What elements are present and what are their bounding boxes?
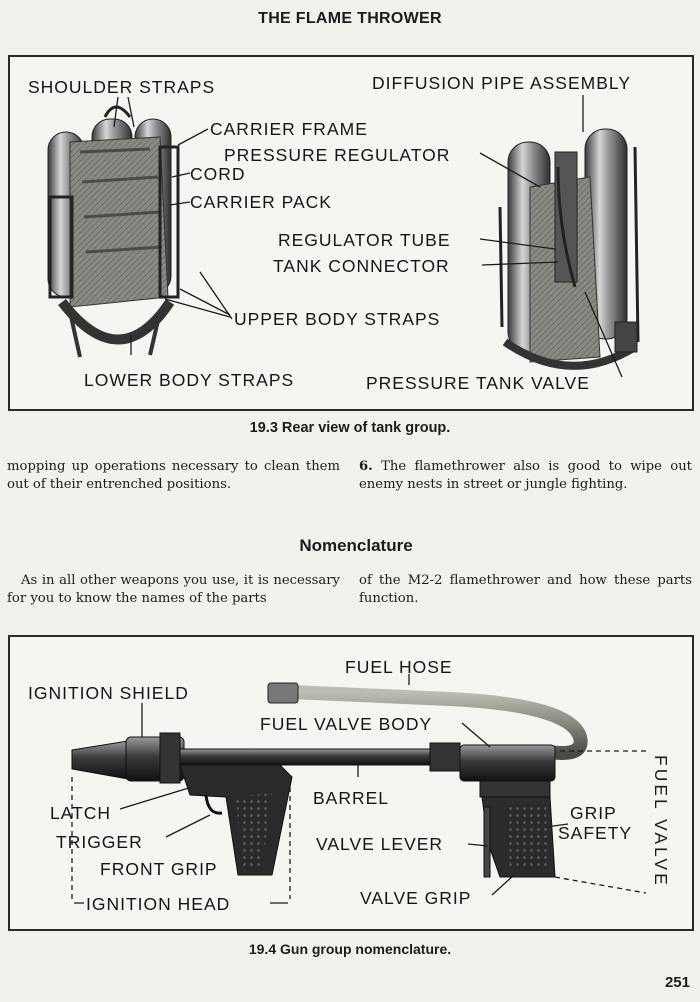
label-fuel-hose: FUEL HOSE <box>345 657 453 677</box>
figure1-leader-lines <box>113 95 623 378</box>
label-cord: CORD <box>190 164 246 184</box>
ignition-head-bracket <box>71 777 291 899</box>
paragraph-right-1-text: The flamethrower also is good to wipe ou… <box>359 459 692 492</box>
label-upper-body-straps: UPPER BODY STRAPS <box>234 309 441 329</box>
label-carrier-pack: CARRIER PACK <box>190 192 332 212</box>
label-fuel-valve: FUEL VALVE <box>651 755 671 888</box>
label-carrier-frame: CARRIER FRAME <box>210 119 368 139</box>
label-grip-safety-line2: SAFETY <box>558 823 633 843</box>
label-front-grip: FRONT GRIP <box>100 859 218 879</box>
label-trigger: TRIGGER <box>56 832 143 852</box>
figure2-caption: 19.4 Gun group nomenclature. <box>248 941 452 957</box>
page-title: THE FLAME THROWER <box>258 10 442 27</box>
fuel-valve-body-drawing <box>459 744 556 878</box>
label-valve-grip: VALVE GRIP <box>360 888 472 908</box>
paragraph-left-2: As in all other weapons you use, it is n… <box>7 573 340 606</box>
label-latch: LATCH <box>50 803 112 823</box>
label-shoulder-straps: SHOULDER STRAPS <box>28 77 216 97</box>
gun-group-illustration <box>71 674 647 904</box>
label-grip-safety-line1: GRIP <box>570 803 617 823</box>
label-fuel-valve-body: FUEL VALVE BODY <box>260 714 433 734</box>
hose-coupling-drawing <box>267 682 299 704</box>
label-lower-body-straps: LOWER BODY STRAPS <box>84 370 295 390</box>
label-barrel: BARREL <box>313 788 390 808</box>
barrel-drawing <box>179 748 461 766</box>
label-ignition-head: IGNITION HEAD <box>86 894 231 914</box>
figure2-leader-lines <box>119 674 569 896</box>
figure-gun-group: FUEL HOSE IGNITION SHIELD FUEL VALVE BOD… <box>8 635 694 931</box>
fuel-hose-drawing <box>285 685 588 760</box>
front-grip-drawing <box>179 764 293 876</box>
fuel-valve-bracket <box>554 750 647 894</box>
figure-tank-group: SHOULDER STRAPS DIFFUSION PIPE ASSEMBLY … <box>8 55 694 411</box>
paragraph-left-1: mopping up operations necessary to clean… <box>7 459 340 492</box>
label-tank-connector: TANK CONNECTOR <box>273 256 450 276</box>
ignition-head-drawing <box>71 732 185 784</box>
label-diffusion-pipe-assembly: DIFFUSION PIPE ASSEMBLY <box>372 73 631 93</box>
tank-group-illustration <box>47 95 640 378</box>
paragraph-number: 6. <box>359 459 373 474</box>
label-pressure-tank-valve: PRESSURE TANK VALVE <box>366 373 590 393</box>
paragraph-right-1: 6. The flamethrower also is good to wipe… <box>359 458 692 494</box>
label-valve-lever: VALVE LEVER <box>316 834 444 854</box>
figure1-caption: 19.3 Rear view of tank group. <box>249 420 451 436</box>
label-regulator-tube: REGULATOR TUBE <box>278 230 451 250</box>
page-number: 251 <box>664 974 690 991</box>
left-pack-drawing <box>47 105 180 358</box>
paragraph-right-2: of the M2-2 flamethrower and how these p… <box>359 573 692 606</box>
right-pack-drawing <box>498 128 640 370</box>
section-heading-nomenclature: Nomenclature <box>299 536 413 555</box>
label-ignition-shield: IGNITION SHIELD <box>28 683 189 703</box>
label-pressure-regulator: PRESSURE REGULATOR <box>224 145 451 165</box>
